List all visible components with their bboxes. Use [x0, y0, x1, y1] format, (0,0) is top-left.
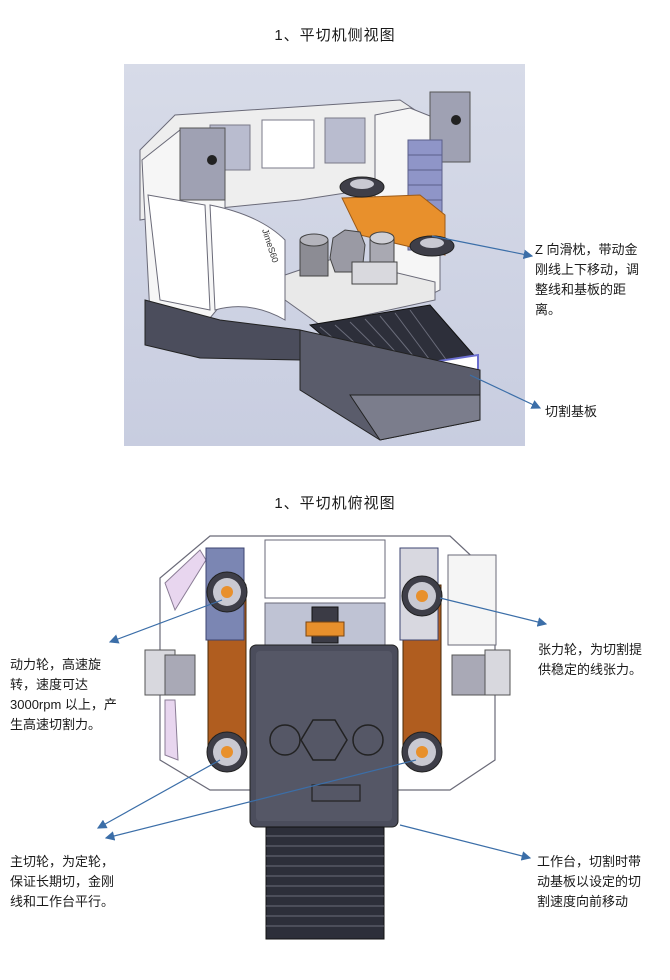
top-view-machine [144, 535, 511, 940]
label-tension-wheel: 张力轮，为切割提 供稳定的线张力。 [538, 642, 643, 677]
main-wheel-icon [206, 731, 248, 773]
side-view-title: 1、平切机侧视图 [274, 27, 396, 44]
label-cutting-base: 切割基板 [545, 404, 598, 419]
arrow-main-wheel-right [104, 759, 417, 841]
arrow-cutting-base [469, 374, 542, 409]
arrow-worktable [399, 824, 532, 861]
arrow-z-slide [431, 235, 534, 260]
tension-wheel-icon [401, 575, 443, 617]
arrow-main-wheel-left [96, 759, 221, 829]
label-drive-wheel: 动力轮，高速旋 转，速度可达 3000rpm 以上，产 生高速切割力。 [10, 657, 117, 732]
side-view-machine: JimeS60 [139, 91, 481, 441]
arrow-drive-wheel [108, 599, 223, 644]
arrow-tension-wheel [439, 597, 548, 627]
label-z-slide: Z 向滑枕，带动金 刚线上下移动，调 整线和基板的距 离。 [535, 242, 640, 317]
label-worktable: 工作台，切割时带 动基板以设定的切 割速度向前移动 [537, 854, 642, 909]
top-view-title: 1、平切机俯视图 [274, 495, 396, 512]
label-main-wheel: 主切轮，为定轮， 保证长期切，金刚 线和工作台平行。 [10, 854, 115, 909]
main-wheel-right-icon [401, 731, 443, 773]
drive-wheel-icon [206, 571, 248, 613]
